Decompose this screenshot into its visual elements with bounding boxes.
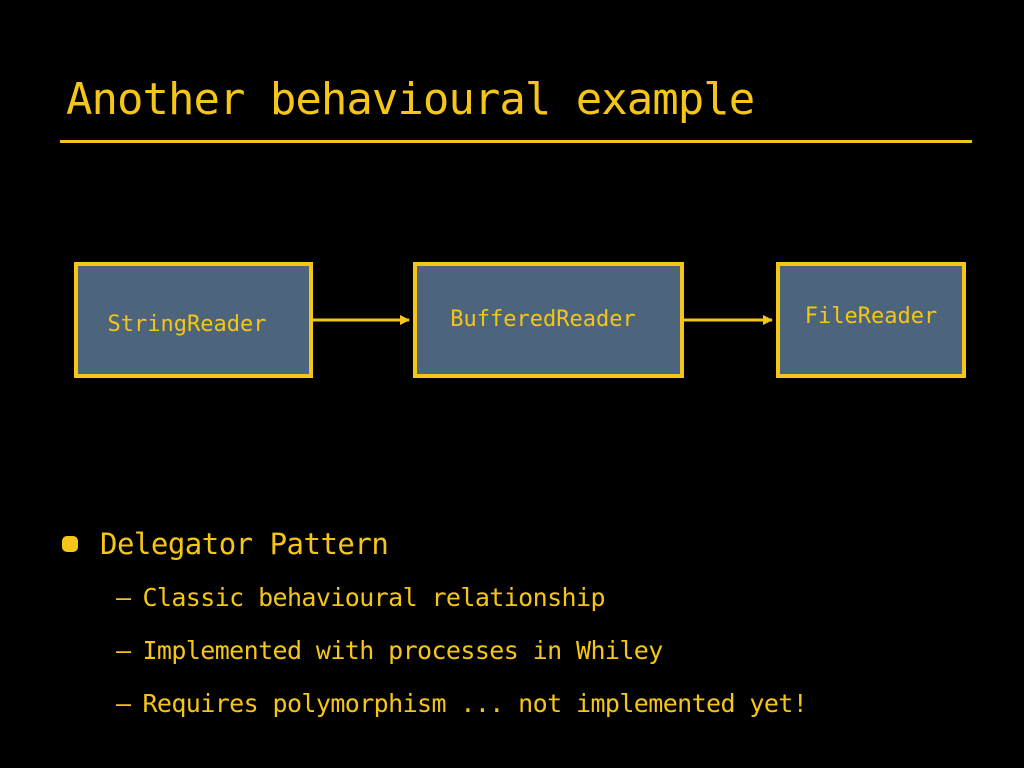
node-buffered-reader: BufferedReader (413, 262, 684, 378)
bullet-item: Delegator Pattern (62, 524, 389, 564)
sub-bullet-item: – Implemented with processes in Whiley (116, 633, 663, 667)
sub-bullet-item: – Requires polymorphism ... not implemen… (116, 686, 808, 720)
node-box (74, 262, 313, 378)
sub-bullet-item: – Classic behavioural relationship (116, 580, 606, 614)
sub-bullet-dash: – (116, 635, 131, 665)
slide-title: Another behavioural example (66, 74, 755, 125)
bullet-marker (62, 536, 78, 552)
sub-bullet-dash: – (116, 582, 131, 612)
node-box (413, 262, 684, 378)
node-box (776, 262, 966, 378)
sub-bullet-text: Requires polymorphism ... not implemente… (142, 688, 808, 718)
node-label: StringReader (108, 312, 267, 337)
bullet-text: Delegator Pattern (100, 527, 389, 561)
sub-bullet-text: Implemented with processes in Whiley (142, 635, 663, 665)
sub-bullet-dash: – (116, 688, 131, 718)
node-string-reader: StringReader (74, 262, 313, 378)
node-file-reader: FileReader (776, 262, 966, 378)
title-underline (60, 140, 972, 143)
node-label: BufferedReader (450, 307, 635, 332)
sub-bullet-text: Classic behavioural relationship (142, 582, 605, 612)
node-label: FileReader (805, 304, 937, 329)
